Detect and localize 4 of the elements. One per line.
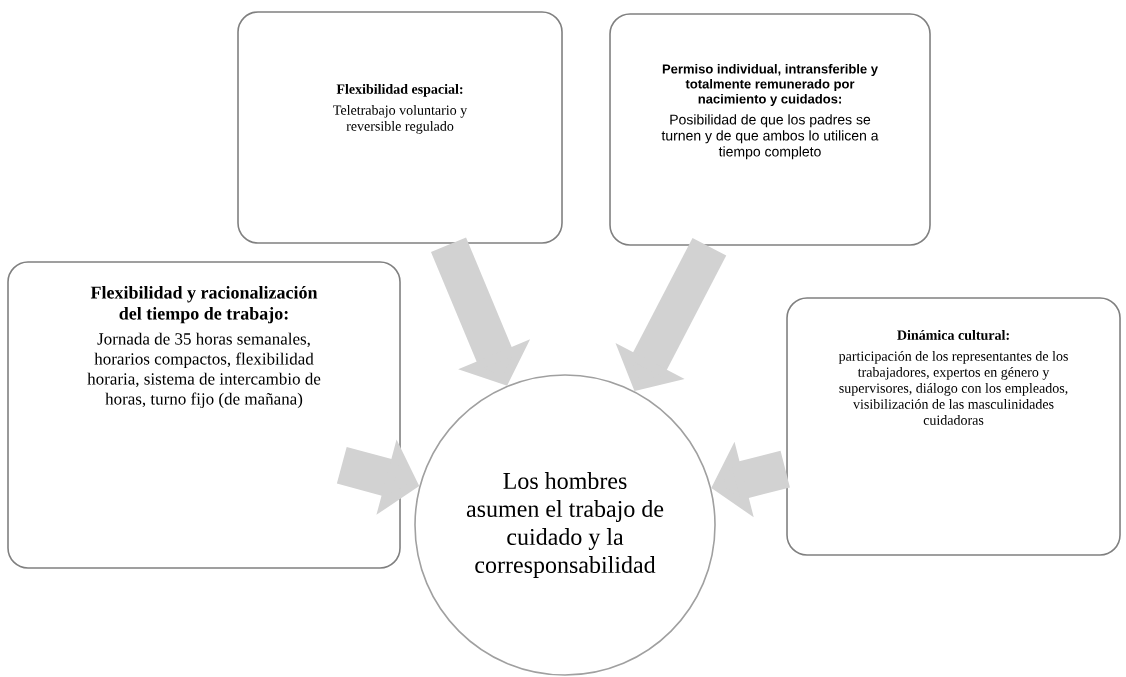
text-box: Dinámica cultural: participación de los representantes de los trabajadores, expertos en género y supervisores, diálogo con los empleados, visibilización de las masculinidades cuidadoras	[786, 297, 1121, 556]
text-box: Flexibilidad y racionalización del tiempo de trabajo: Jornada de 35 horas semanales, horarios compactos, flexibilidad horaria, sistema de intercambio de horas, turno fijo (de mañana)	[7, 261, 401, 569]
text-box: Permiso individual, intransferible y totalmente remunerado por nacimiento y cuidados: Posibilidad de que los padres se turnen y de que ambos lo utilicen a tiempo completo	[609, 13, 931, 246]
text-box: Flexibilidad espacial: Teletrabajo voluntario y reversible regulado	[237, 11, 563, 244]
